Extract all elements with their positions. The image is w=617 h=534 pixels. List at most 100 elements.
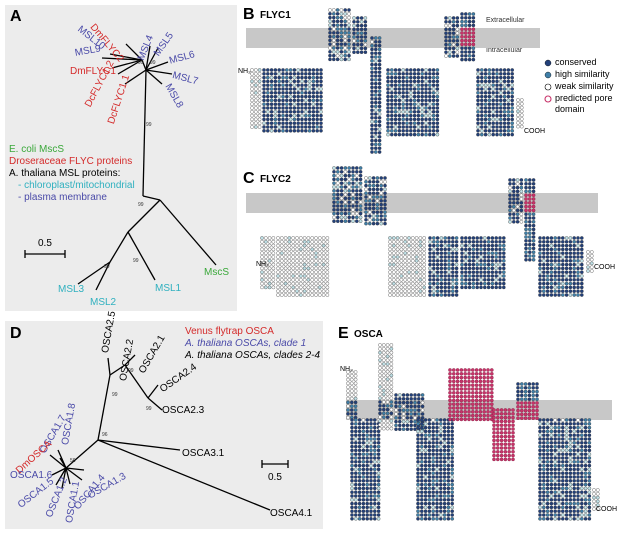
residue-bead [300,72,304,76]
residue-bead [452,368,456,372]
residue-bead [281,94,285,99]
panel-d-scale-label: 0.5 [268,472,282,483]
residue-bead [378,377,382,381]
residue-bead [296,87,300,91]
residue-bead [572,441,576,445]
residue-bead [523,401,528,405]
residue-bead [292,94,297,99]
residue-bead [281,129,285,133]
residue-bead [420,125,424,129]
residue-bead [474,413,479,418]
residue-bead [335,19,340,24]
residue-bead [394,404,398,409]
residue-bead [482,398,486,403]
residue-bead [455,387,460,391]
residue-bead [409,83,413,87]
residue-bead [427,479,432,483]
residue-bead [431,425,435,430]
residue-bead [354,422,358,426]
residue-bead [452,402,456,406]
residue-bead [311,72,316,76]
residue-bead [427,422,432,426]
residue-bead [542,460,546,464]
residue-bead [450,441,454,445]
residue-bead [431,429,435,434]
residue-bead [467,402,471,406]
residue-bead [378,419,382,423]
residue-bead [564,433,569,437]
residue-bead [564,425,569,430]
residue-bead [373,429,377,434]
residue-bead [401,87,405,91]
residue-bead [300,110,304,114]
residue-bead [507,457,511,462]
residue-bead [568,441,573,445]
residue-bead [332,57,336,62]
residue-bead [365,494,369,498]
residue-bead [315,117,319,122]
residue-bead [281,98,285,103]
residue-bead [561,467,565,472]
residue-bead [285,98,289,103]
residue-bead [376,513,381,517]
residue-bead [446,452,451,456]
residue-bead [292,83,297,87]
residue-bead [365,490,369,494]
residue-bead [516,401,520,405]
residue-bead [262,68,266,72]
panel-d-bootstrap-1: 99 [112,392,118,398]
residue-bead [561,429,565,434]
residue-bead [292,68,297,72]
residue-bead [531,412,535,417]
residue-bead [413,412,417,416]
residue-bead [596,495,600,500]
residue-bead [405,400,410,405]
residue-bead [450,460,454,464]
leaf-osca2-3: OSCA2.3 [162,405,205,416]
residue-bead [365,505,369,510]
residue-bead [354,486,358,491]
residue-bead [405,87,409,91]
residue-bead [370,135,374,139]
residue-bead [390,110,394,114]
residue-bead [420,486,424,491]
residue-bead [377,97,382,101]
residue-bead [549,475,554,479]
residue-bead [420,517,424,521]
residue-bead [503,427,508,431]
residue-bead [374,74,378,78]
residue-bead [435,505,439,510]
residue-bead [439,463,443,468]
residue-bead [409,419,413,424]
residue-bead [531,393,535,398]
residue-bead [587,490,592,494]
residue-bead [482,413,486,418]
residue-bead [393,110,398,114]
residue-bead [376,437,381,441]
residue-bead [350,513,354,517]
residue-bead [561,452,565,456]
residue-bead [424,125,428,129]
residue-bead [377,43,382,48]
residue-bead [439,452,443,456]
residue-bead [531,397,535,401]
residue-bead [535,408,539,413]
residue-bead [354,460,358,464]
residue-bead [405,117,409,122]
residue-bead [435,517,439,521]
residue-bead [435,437,439,441]
residue-bead [416,479,420,483]
residue-bead [374,112,378,116]
residue-bead [385,426,390,431]
residue-bead [405,427,410,431]
residue-bead [350,418,354,422]
residue-bead [339,53,344,58]
residue-bead [374,108,378,112]
residue-bead [435,479,439,483]
residue-bead [354,482,358,487]
residue-bead [439,425,443,430]
residue-bead [288,106,293,110]
residue-bead [448,413,452,418]
residue-bead [370,93,374,97]
residue-bead [350,486,354,491]
